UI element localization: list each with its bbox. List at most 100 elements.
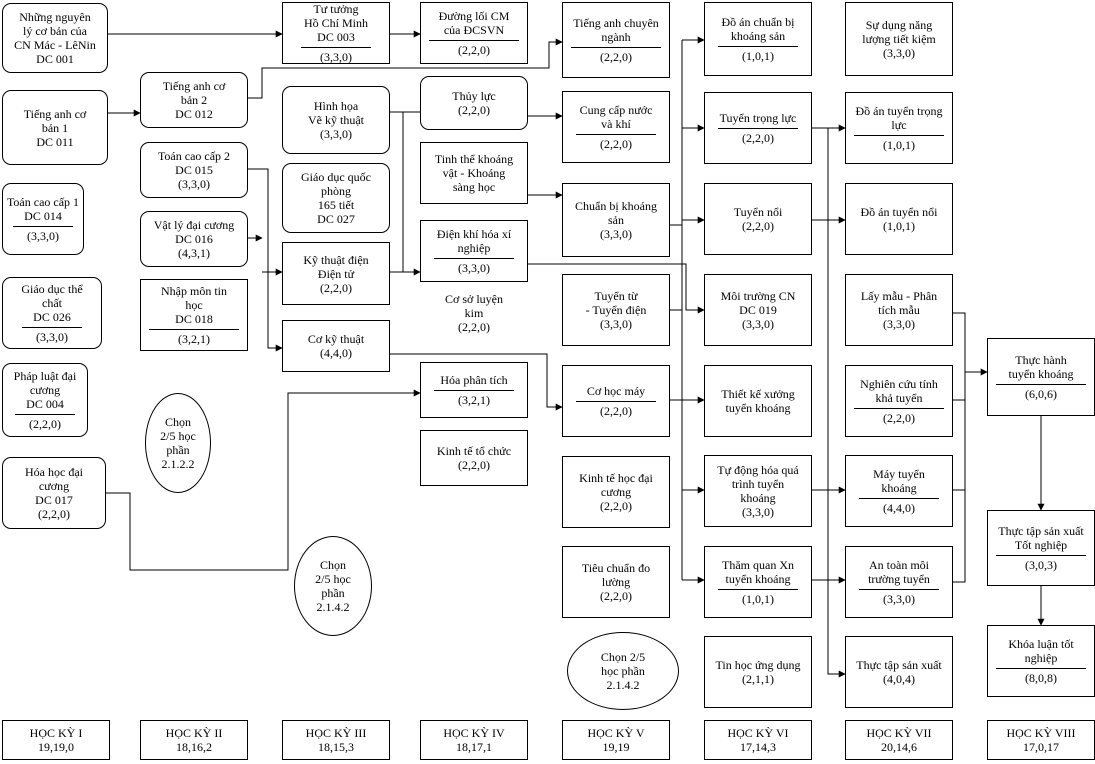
prerequisite-arrow bbox=[528, 263, 705, 314]
course-name: Tiếng anh cơ bản 2 DC 012 bbox=[162, 79, 226, 121]
prerequisite-arrow bbox=[402, 112, 421, 276]
course-credit: (3,3,0) bbox=[600, 227, 632, 241]
credit-divider bbox=[859, 498, 939, 499]
course-box: Tuyển từ - Tuyển điện(3,3,0) bbox=[562, 274, 670, 346]
elective-group-ellipse: Chọn 2/5 học phần 2.1.2.2 bbox=[145, 393, 211, 493]
credit-divider bbox=[996, 668, 1086, 669]
course-credit: (2,2,0) bbox=[600, 499, 632, 513]
course-name: Chuẩn bị khoáng sản bbox=[575, 199, 657, 227]
course-credit: (8,0,8) bbox=[1025, 671, 1057, 685]
course-credit: (2,2,0) bbox=[600, 137, 632, 151]
credit-divider bbox=[718, 128, 798, 129]
course-name: Thực tập sản xuất bbox=[856, 658, 942, 672]
course-credit: (3,3,0) bbox=[320, 50, 352, 64]
credit-divider bbox=[301, 47, 371, 48]
course-box: Giáo dục quốc phòng 165 tiết DC 027 bbox=[282, 163, 390, 233]
course-credit: (4,4,0) bbox=[320, 346, 352, 360]
course-credit: (3,3,0) bbox=[883, 317, 915, 331]
course-box: Toán cao cấp 2 DC 015(3,3,0) bbox=[140, 142, 248, 198]
course-box: Đường lối CM của ĐCSVN(2,2,0) bbox=[420, 2, 528, 64]
course-box: Nhập môn tin học DC 018(3,2,1) bbox=[140, 279, 248, 351]
course-box: Những nguyên lý cơ bản của CN Mác - LêNi… bbox=[2, 3, 108, 73]
course-box: Đồ án chuẩn bị khoáng sản(1,0,1) bbox=[704, 2, 812, 76]
course-box: Sự dụng năng lượng tiết kiệm(3,3,0) bbox=[845, 2, 953, 76]
course-name: Tuyển trọng lực bbox=[719, 111, 797, 125]
course-name: Sự dụng năng lượng tiết kiệm bbox=[862, 18, 936, 46]
course-credit: (4,0,4) bbox=[883, 672, 915, 686]
semester-credits: 17,14,3 bbox=[740, 740, 776, 754]
course-credit: (4,4,0) bbox=[883, 501, 915, 515]
course-name: Hình họa Vẽ kỹ thuật bbox=[308, 99, 364, 127]
course-name: Tự động hóa quá trình tuyển khoáng bbox=[717, 463, 799, 505]
credit-divider bbox=[434, 390, 514, 391]
course-credit: (2,2,0) bbox=[320, 280, 352, 295]
prerequisite-arrow bbox=[827, 128, 846, 678]
course-box: Thực hành tuyển khoáng(6,0,6) bbox=[987, 338, 1095, 416]
course-name: Lấy mẫu - Phân tích mẫu bbox=[860, 289, 938, 317]
course-box: Kinh tế tổ chức(2,2,0) bbox=[420, 430, 528, 486]
credit-divider bbox=[854, 135, 944, 136]
course-box: Kinh tế học đại cương(2,2,0) bbox=[562, 456, 670, 528]
course-name: Giáo dục quốc phòng 165 tiết DC 027 bbox=[301, 170, 371, 226]
course-name: Những nguyên lý cơ bản của CN Mác - LêNi… bbox=[14, 10, 96, 66]
course-box: Tiếng anh cơ bản 1 DC 011 bbox=[2, 90, 108, 165]
course-name: Hóa học đại cương DC 017 bbox=[25, 465, 83, 507]
course-credit: (3,3,0) bbox=[458, 261, 490, 275]
course-credit: (3,3,0) bbox=[178, 177, 210, 191]
course-credit: (1,0,1) bbox=[883, 138, 915, 152]
course-box: Tự động hóa quá trình tuyển khoáng(3,3,0… bbox=[704, 455, 812, 527]
course-credit: (1,0,1) bbox=[742, 592, 774, 606]
course-box: Điện khí hóa xí nghiệp (3,3,0) bbox=[420, 220, 528, 282]
course-credit: (2,1,1) bbox=[742, 672, 774, 686]
semester-credits: 18,17,1 bbox=[456, 740, 492, 754]
course-credit: (3,2,1) bbox=[458, 393, 490, 407]
credit-divider bbox=[434, 258, 514, 259]
course-box: Pháp luật đại cương DC 004(2,2,0) bbox=[2, 363, 88, 437]
course-name: Cơ kỹ thuật bbox=[307, 332, 365, 346]
elective-group-label: Chọn 2/5 học phần 2.1.4.2 bbox=[600, 650, 646, 692]
course-name: Đồ án tuyển trọng lực bbox=[855, 104, 943, 132]
course-name: Tinh thể khoáng vật - Khoáng sàng học bbox=[434, 152, 514, 194]
course-credit: (3,3,0) bbox=[742, 505, 774, 519]
elective-group-label: Chọn 2/5 học phần 2.1.4.2 bbox=[315, 558, 351, 614]
credit-divider bbox=[149, 329, 239, 330]
course-credit: (3,0,3) bbox=[1025, 558, 1057, 572]
elective-group-ellipse: Chọn 2/5 học phần 2.1.4.2 bbox=[294, 536, 372, 636]
prerequisite-arrow bbox=[953, 312, 966, 583]
course-box: Cơ sở luyện kim(2,2,0) bbox=[420, 285, 528, 340]
course-name: Tuyển từ - Tuyển điện bbox=[585, 289, 647, 317]
course-box: Kỹ thuật điện Điện tử(2,2,0) bbox=[282, 242, 390, 305]
course-credit: (2,2,0) bbox=[38, 507, 70, 521]
course-name: Đồ án tuyển nổi bbox=[860, 205, 938, 219]
course-credit: (2,2,0) bbox=[600, 589, 632, 603]
course-name: Tuyển nổi bbox=[733, 205, 783, 219]
semester-label: HỌC KỲ I bbox=[29, 726, 83, 740]
course-credit: (2,2,0) bbox=[742, 131, 774, 145]
course-name: Toán cao cấp 1 DC 014 bbox=[6, 195, 80, 223]
course-name: Nghiên cứu tính khả tuyển bbox=[860, 377, 938, 405]
course-box: Cơ kỹ thuật(4,4,0) bbox=[282, 320, 390, 372]
course-box: Tiếng anh cơ bản 2 DC 012 bbox=[140, 72, 248, 128]
credit-divider bbox=[996, 555, 1086, 556]
course-credit: (2,2,0) bbox=[29, 417, 61, 431]
course-credit: (2,2,0) bbox=[458, 43, 490, 57]
course-name: Vật lý đại cương DC 016 bbox=[153, 218, 235, 246]
semester-label: HỌC KỲ VI bbox=[727, 726, 789, 740]
course-box: Tiếng anh chuyên ngành(2,2,0) bbox=[562, 2, 670, 78]
course-credit: (2,2,0) bbox=[458, 319, 490, 334]
course-credit: (1,0,1) bbox=[883, 219, 915, 233]
course-name: Hóa phân tích bbox=[440, 373, 508, 387]
course-box: Cung cấp nước và khí(2,2,0) bbox=[562, 91, 670, 163]
course-box: Vật lý đại cương DC 016(4,3,1) bbox=[140, 211, 248, 267]
course-name: Điện khí hóa xí nghiệp bbox=[436, 227, 512, 255]
course-name: Tiêu chuẩn đo lường bbox=[581, 561, 651, 589]
semester-credits: 18,16,2 bbox=[176, 740, 212, 754]
course-box: Thủy lực(2,2,0) bbox=[420, 76, 528, 130]
course-name: Tiếng anh cơ bản 1 DC 011 bbox=[23, 106, 87, 149]
course-credit: (2,2,0) bbox=[458, 458, 490, 472]
semester-label: HỌC KỲ IV bbox=[443, 726, 505, 740]
